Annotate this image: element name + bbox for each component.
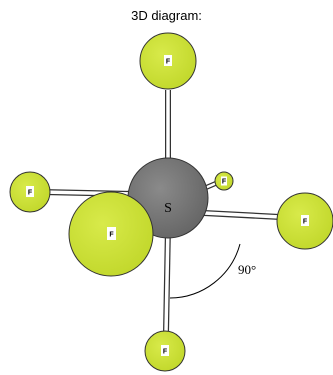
fluorine-atom-left: F (9, 171, 51, 213)
fluorine-label: F (163, 349, 168, 356)
bond-angle-label: 90° (238, 262, 256, 277)
fluorine-label: F (303, 219, 308, 226)
diagram-title: 3D diagram: (131, 8, 202, 23)
fluorine-atom-top: F (139, 32, 197, 90)
fluorine-atom-bottom: F (144, 330, 186, 372)
bond-right (203, 210, 281, 220)
sulfur-label: S (164, 201, 172, 216)
fluorine-label: F (222, 179, 227, 186)
fluorine-atom-front: F (68, 191, 154, 277)
fluorine-atom-back: F (214, 171, 234, 191)
fluorine-label: F (28, 190, 33, 197)
bond-bottom (163, 225, 171, 334)
fluorine-label: F (166, 59, 171, 66)
fluorine-label: F (109, 232, 114, 239)
fluorine-atom-right: F (276, 192, 333, 250)
bond-angle-arc (169, 243, 241, 299)
